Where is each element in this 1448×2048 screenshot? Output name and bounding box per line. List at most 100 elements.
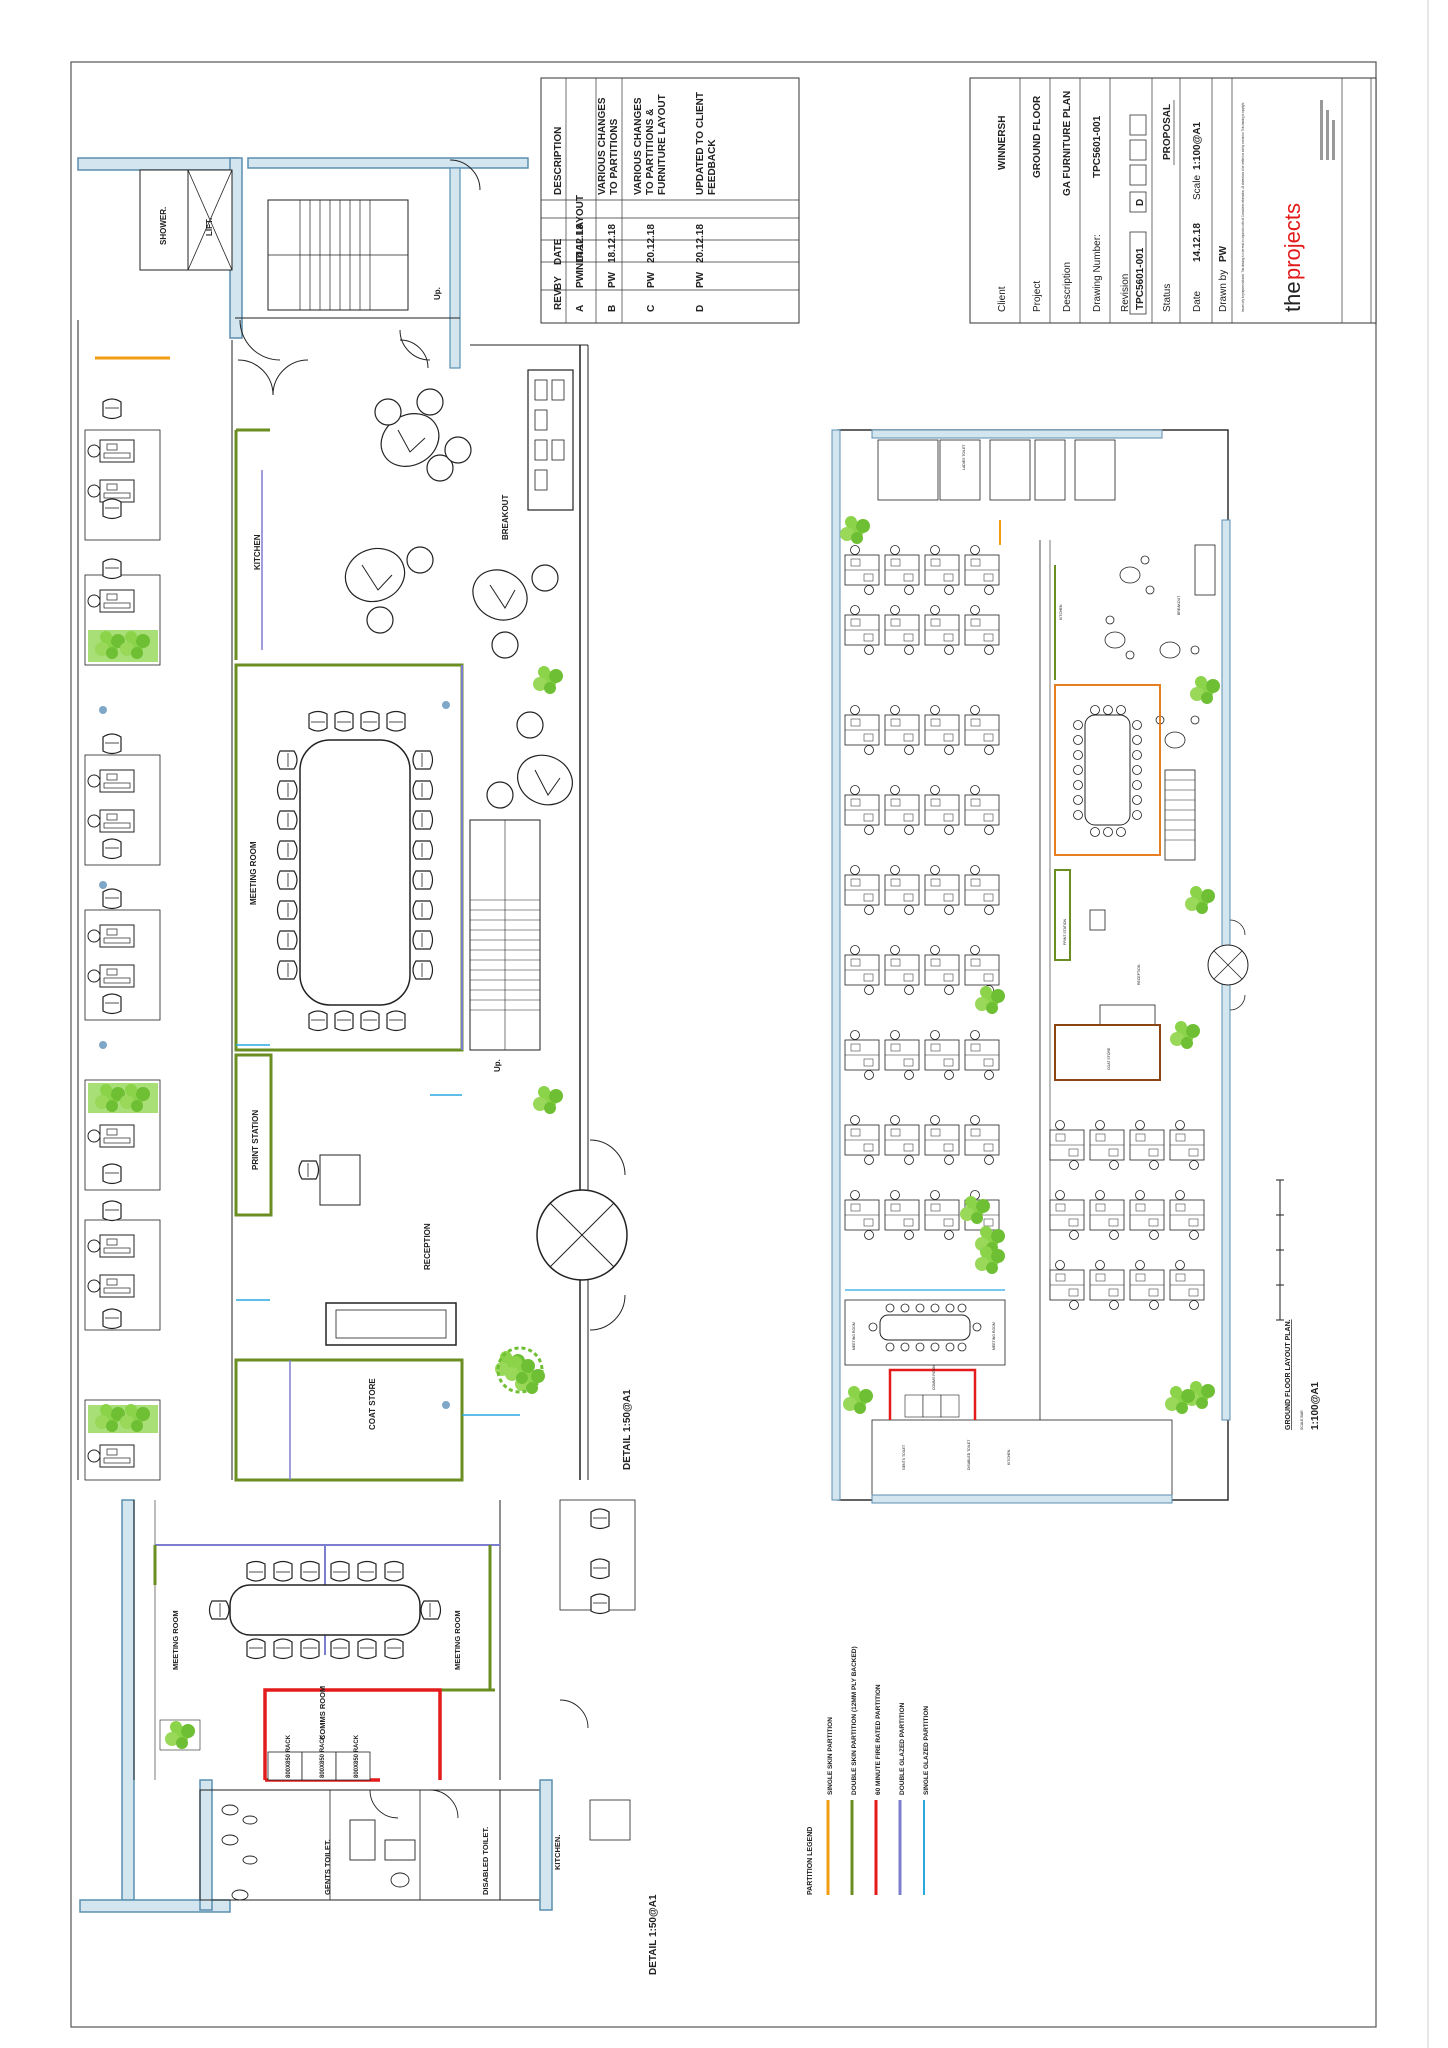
desk-cluster-5 (84, 1079, 161, 1191)
overall-coat-label: COAT STORE (1107, 1047, 1111, 1070)
company-logo: the projects (1280, 203, 1305, 312)
breakout-label: BREAKOUT (501, 495, 510, 540)
detail-a-plan: SHOWER. LIFT. Up. (77, 157, 633, 1482)
scale-bar: SCALE BAR (1276, 1179, 1304, 1430)
overall-gents-label: GENTS TOILET (902, 1444, 906, 1470)
status-label: Status (1162, 284, 1173, 312)
scale-value: 1:100@A1 (1192, 121, 1203, 170)
revolving-door (536, 1139, 628, 1331)
legend-item-single-skin: SINGLE SKIN PARTITION (826, 1717, 834, 1895)
drawing-number-value: TPC5601-001 (1092, 115, 1103, 178)
rack-3-label: 800X850 RACK (354, 1734, 360, 1778)
detail-b-meeting-table (208, 1560, 442, 1660)
rev-col-header: REV (553, 289, 564, 310)
shower-label: SHOWER. (159, 207, 168, 245)
rev-b-desc1: VARIOUS CHANGES (597, 97, 608, 195)
meeting-room-label: MEETING ROOM (249, 841, 258, 905)
drawn-by-value: PW (1218, 245, 1229, 262)
overall-reception-label: RECEPTION (1137, 964, 1141, 985)
overall-meeting-r-label: MEETING ROOM (992, 1322, 996, 1350)
desk-bank (844, 865, 1000, 915)
rev-c-desc2: TO PARTITIONS & (645, 109, 656, 195)
partition-legend: PARTITION LEGEND SINGLE SKIN PARTITION D… (807, 1646, 930, 1895)
overall-kitchen-label: KITCHEN (1059, 604, 1063, 620)
desk-bank (1049, 1120, 1205, 1170)
desk-bank (844, 705, 1000, 755)
reception-label: RECEPTION (423, 1223, 432, 1270)
rev-d-desc1: UPDATED TO CLIENT (695, 92, 706, 195)
desk-bank (844, 945, 1000, 995)
rev-a-desc: INITIAL LAYOUT (575, 195, 586, 273)
open-plan-desk-banks-right (1049, 1120, 1205, 1310)
detail-b-plan: MEETING ROOM MEETING ROOM 800X850 RACK 8… (79, 1499, 659, 1975)
legend-item-double-glazed: DOUBLE GLAZED PARTITION (898, 1702, 906, 1895)
legend-item-double-skin: DOUBLE SKIN PARTITION (12MM PLY BACKED) (850, 1646, 858, 1895)
rev-d-by: PW (695, 271, 706, 288)
disabled-toilet-label: DISABLED TOILET. (481, 1827, 490, 1895)
description-label: Description (1062, 262, 1073, 312)
client-label: Client (997, 286, 1008, 312)
overall-meeting-table (1073, 705, 1142, 837)
overall-plan-scale: 1:100@A1 (1310, 1381, 1321, 1430)
rev-a-code: A (575, 305, 586, 312)
desk-bank (844, 605, 1000, 655)
rev-a-date: 14.12.18 (575, 224, 586, 263)
desk-cluster-1 (84, 398, 161, 541)
svg-text:SINGLE GLAZED PARTITION: SINGLE GLAZED PARTITION (923, 1706, 930, 1795)
rev-c-date: 20.12.18 (646, 224, 657, 263)
planter-feature (496, 1346, 544, 1394)
gents-toilet-label: GENTS TOILET. (323, 1839, 332, 1895)
meeting-room-table (276, 710, 434, 1032)
svg-text:60 MINUTE FIRE RATED PARTITION: 60 MINUTE FIRE RATED PARTITION (875, 1684, 882, 1795)
desk-bank (1049, 1190, 1205, 1240)
title-note: Issued only for purpose indicated. This … (1241, 102, 1245, 312)
overall-print-label: PRINT STATION (1063, 918, 1067, 945)
overall-comms-label: COMMS ROOM (932, 1365, 936, 1390)
desk-cluster-2 (84, 558, 161, 666)
rev-a-by: PW (575, 271, 586, 288)
desk-bank (844, 545, 1000, 595)
rev-b-desc2: TO PARTITIONS (609, 118, 620, 195)
detail-b-caption: DETAIL 1:50@A1 (648, 1894, 659, 1975)
rev-d-date: 20.12.18 (695, 224, 706, 263)
up-label-mid: Up. (493, 1059, 502, 1072)
detail-b-kitchen-label: KITCHEN. (553, 1835, 562, 1870)
overall-revolving-door (1207, 919, 1249, 1011)
svg-text:SCALE BAR: SCALE BAR (1300, 1410, 1304, 1430)
comms-room-label: COMMS ROOM (318, 1686, 327, 1740)
status-value: PROPOSAL (1162, 104, 1173, 160)
date-label: Date (1192, 290, 1203, 312)
desk-cluster-4 (84, 888, 161, 1021)
revision-code: TPC5601-001 (1135, 247, 1146, 310)
revision-value: D (1135, 199, 1146, 206)
desk-bank (844, 1030, 1000, 1080)
description-value: GA FURNITURE PLAN (1062, 91, 1073, 196)
rev-c-by: PW (646, 271, 657, 288)
overall-meeting-l-label: MEETING ROOM (852, 1322, 856, 1350)
rev-b-by: PW (607, 271, 618, 288)
legend-item-single-glazed: SINGLE GLAZED PARTITION (923, 1706, 930, 1895)
project-label: Project (1032, 281, 1043, 312)
project-value: GROUND FLOOR (1032, 95, 1043, 178)
by-col-header: BY (553, 276, 564, 290)
sheet-border (70, 61, 1377, 2028)
drawing-number-label: Drawing Number: (1092, 234, 1103, 312)
legend-title: PARTITION LEGEND (807, 1827, 814, 1895)
svg-text:projects: projects (1280, 203, 1305, 280)
rev-b-date: 18.12.18 (607, 224, 618, 263)
detail-b-meeting-left-label: MEETING ROOM (171, 1610, 180, 1670)
overall-bottom-meeting-table (868, 1303, 982, 1352)
revision-label: Revision (1120, 274, 1131, 312)
date-col-header: DATE (553, 238, 564, 265)
desk-cluster-6 (84, 1200, 161, 1331)
breakout-seating (344, 388, 573, 809)
detail-b-meeting-right-label: MEETING ROOM (453, 1610, 462, 1670)
rev-d-code: D (695, 305, 706, 312)
overall-kitchen2-label: KITCHEN (1007, 1449, 1011, 1465)
coat-store-label: COAT STORE (368, 1378, 377, 1430)
title-block: Client WINNERSH Project GROUND FLOOR Des… (969, 77, 1377, 324)
svg-text:DOUBLE GLAZED PARTITION: DOUBLE GLAZED PARTITION (899, 1702, 906, 1795)
overall-ladies-label: LADIES TOILET (962, 444, 966, 470)
scale-label: Scale (1192, 175, 1203, 200)
overall-disabled-label: DISABLED TOILET (967, 1439, 971, 1470)
